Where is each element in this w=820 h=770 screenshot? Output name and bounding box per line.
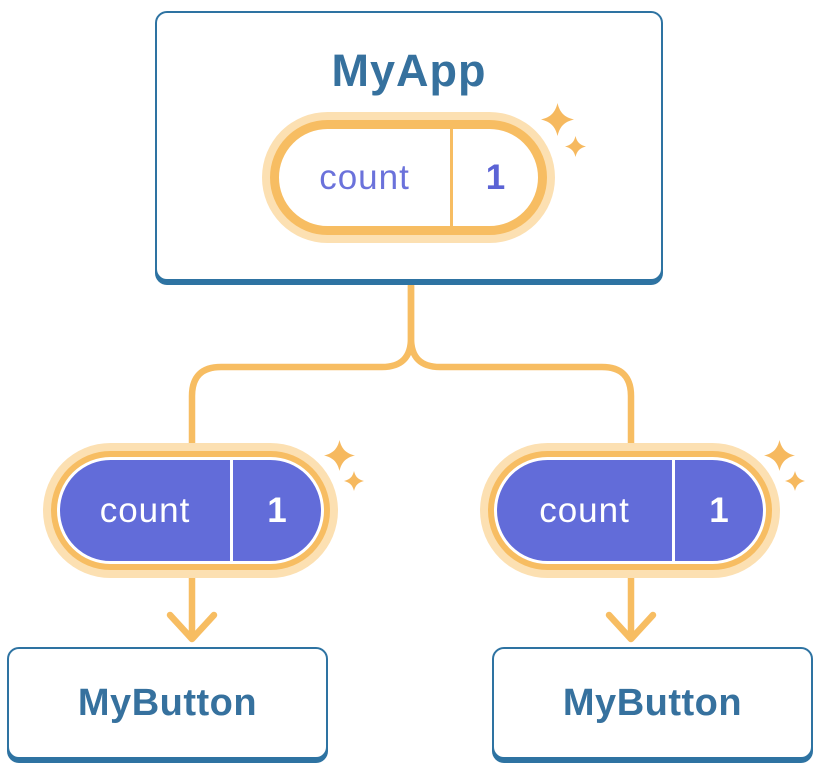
state-pill-label: count [319, 157, 410, 197]
prop-pill-label: count [99, 490, 191, 530]
prop-pill-label: count [539, 490, 630, 530]
sparkle-icon [565, 136, 586, 157]
prop-pill-value: 1 [230, 460, 321, 561]
prop-pill-left: count 1 [43, 443, 338, 578]
component-title-mybutton-left: MyButton [77, 681, 258, 724]
prop-pill-capsule: count 1 [57, 457, 324, 564]
component-node-mybutton-left: MyButton [7, 647, 328, 759]
prop-pill-capsule: count 1 [494, 457, 766, 564]
sparkle-icon [541, 103, 574, 136]
component-title-myapp: MyApp [331, 45, 487, 96]
state-pill-value: 1 [450, 129, 538, 226]
prop-pill-right: count 1 [480, 443, 780, 578]
sparkle-icon [764, 440, 795, 471]
arrowhead-down-left-icon [166, 611, 218, 643]
sparkle-icon [344, 471, 364, 491]
state-pill-ring: count 1 [270, 120, 547, 235]
component-node-mybutton-right: MyButton [492, 647, 813, 759]
sparkle-icon [324, 440, 355, 471]
sparkle-icon [785, 471, 805, 491]
prop-pill-ring: count 1 [51, 451, 330, 570]
prop-pill-ring: count 1 [488, 451, 772, 570]
prop-pill-value: 1 [672, 460, 763, 561]
state-pill-myapp: count 1 [262, 112, 555, 243]
component-title-mybutton-right: MyButton [562, 681, 743, 724]
connector-right-branch [407, 282, 635, 636]
arrowhead-down-right-icon [605, 611, 657, 643]
